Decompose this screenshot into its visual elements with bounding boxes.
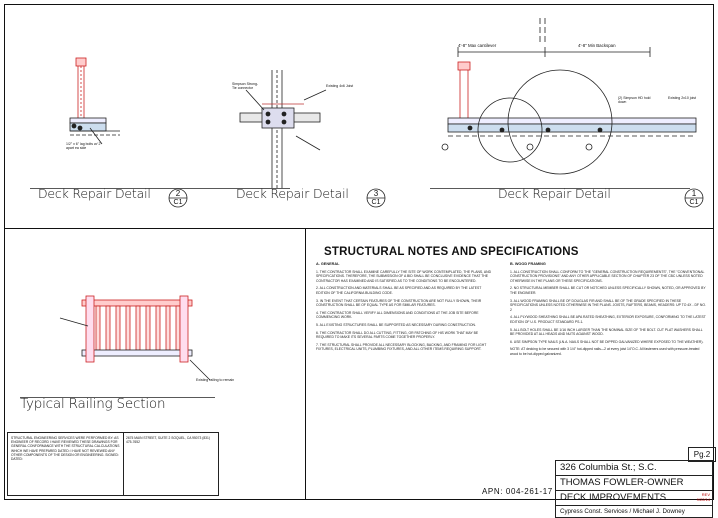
sheet-border: [4, 4, 714, 500]
dim-backspan: 4'-8" Min Backspan: [578, 43, 616, 48]
detail-2-title: Deck Repair Detail: [38, 186, 151, 201]
detail-1-note-b: Existing 2x10 joist: [668, 96, 697, 100]
detail-1-sheet: C1: [689, 199, 699, 206]
note-wood-6: 6. USE SIMPSON TYPE NAILS (LN.A. NAILS S…: [510, 339, 704, 344]
dim-cantilever: 4'-8" Max cantilever: [458, 43, 497, 48]
page-number: Pg.2: [688, 447, 716, 462]
notes-column-general: A. GENERAL 1. THE CONTRACTOR SHALL EXAMI…: [316, 262, 492, 355]
note-wood-3: 3. ALL WOOD FRAMING SHALL BE OF DOUGLAS …: [510, 298, 706, 312]
project-name: DECK IMPROVEMENTS: [560, 492, 667, 503]
project-address: 326 Columbia St.; S.C.: [555, 460, 713, 475]
engineer-address: 2675 MAIN STREET, SUITE 2 SOQUEL, CA 950…: [126, 436, 210, 445]
detail-2-sheet: C1: [173, 199, 183, 206]
contractor: Cypress Const. Services / Michael J. Dow…: [555, 505, 713, 518]
engineer-stamp-box: STRUCTURAL ENGINEERING SERVICES WERE PER…: [7, 432, 219, 496]
drawing-sheet: 4'-8" Max cantilever 4'-8" Min Backspan …: [4, 4, 716, 518]
revision-label: REV: [701, 492, 710, 497]
railing-note: Existing railing to remain: [196, 378, 235, 382]
detail-1-title: Deck Repair Detail: [498, 186, 611, 201]
detail-3-sheet: C1: [371, 199, 381, 206]
detail-bubbles: [168, 188, 704, 208]
note-wood-2: 2. NO STRUCTURAL MEMBER SHALL BE CUT OR …: [510, 286, 706, 295]
project-owner: THOMAS FOWLER-OWNER: [555, 475, 713, 490]
note-general-3: 3. IN THE EVENT THAT CERTAIN FEATURES OF…: [316, 298, 482, 308]
project-name-row: DECK IMPROVEMENTS REV 9/22/14: [555, 490, 713, 505]
detail-1-drawing: [430, 18, 697, 189]
note-wood-5: 5. ALL BOLT HOLES SHALL BE 1/16 INCH LAR…: [510, 327, 703, 337]
detail-1-number: 1: [691, 189, 697, 198]
note-general-7: 7. THE STRUCTURAL SHALL PROVIDE ALL NECE…: [316, 342, 487, 352]
detail-2-drawing: [30, 57, 290, 189]
detail-3-number: 3: [373, 189, 379, 198]
drawing-linework: [4, 4, 714, 500]
note-general-4: 4. THE CONTRACTOR SHALL VERIFY ALL DIMEN…: [316, 310, 479, 320]
detail-2-note: 1/2" x 6" lag bolts w/ 2" apart ea side: [66, 142, 102, 150]
title-block: 326 Columbia St.; S.C. THOMAS FOWLER-OWN…: [555, 460, 713, 518]
note-general-2: 2. ALL CONSTRUCTION AND MATERIALS SHALL …: [316, 286, 482, 295]
detail-3-note-a: Existing 4x6 Joist: [326, 84, 354, 88]
note-wood-1: 1. ALL CONSTRUCTION SHALL CONFORM TO THE…: [510, 269, 705, 283]
railing-title: Typical Railing Section: [20, 396, 166, 412]
note-wood-4: 4. ALL PLYWOOD SHEATHING SHALL BE APA RA…: [510, 315, 706, 324]
engineer-box-divider: [123, 433, 124, 495]
notes-general-heading: A. GENERAL: [316, 262, 340, 266]
note-general-1: 1. THE CONTRACTOR SHALL EXAMINE CAREFULL…: [316, 269, 492, 283]
note-general-5: 5. ALL EXISTING STRUCTURES SHALL BE SUPP…: [316, 322, 476, 327]
notes-title: STRUCTURAL NOTES AND SPECIFICATIONS: [324, 246, 579, 258]
detail-3-title: Deck Repair Detail: [236, 186, 349, 201]
notes-wood-heading: B. WOOD FRAMING: [510, 262, 546, 266]
revision-info: REV 9/22/14: [697, 492, 710, 502]
detail-3-note-b: Simpson Strong-Tie connector: [232, 82, 259, 90]
detail-1-note-a: (2) Simpson HD hold down: [618, 96, 651, 104]
revision-date: 9/22/14: [696, 497, 710, 502]
apn-number: APN: 004-261-17: [482, 487, 553, 496]
detail-2-number: 2: [175, 189, 181, 198]
notes-column-wood: B. WOOD FRAMING 1. ALL CONSTRUCTION SHAL…: [510, 262, 706, 360]
engineer-statement: STRUCTURAL ENGINEERING SERVICES WERE PER…: [11, 436, 120, 462]
note-general-6: 6. THE CONTRACTOR SHALL DO ALL CUTTING, …: [316, 330, 479, 340]
railing-drawing: [20, 295, 215, 398]
note-decking: NOTE: AT decking to be secured with 3 1/…: [510, 347, 700, 356]
detail-3-drawing: [239, 70, 327, 188]
